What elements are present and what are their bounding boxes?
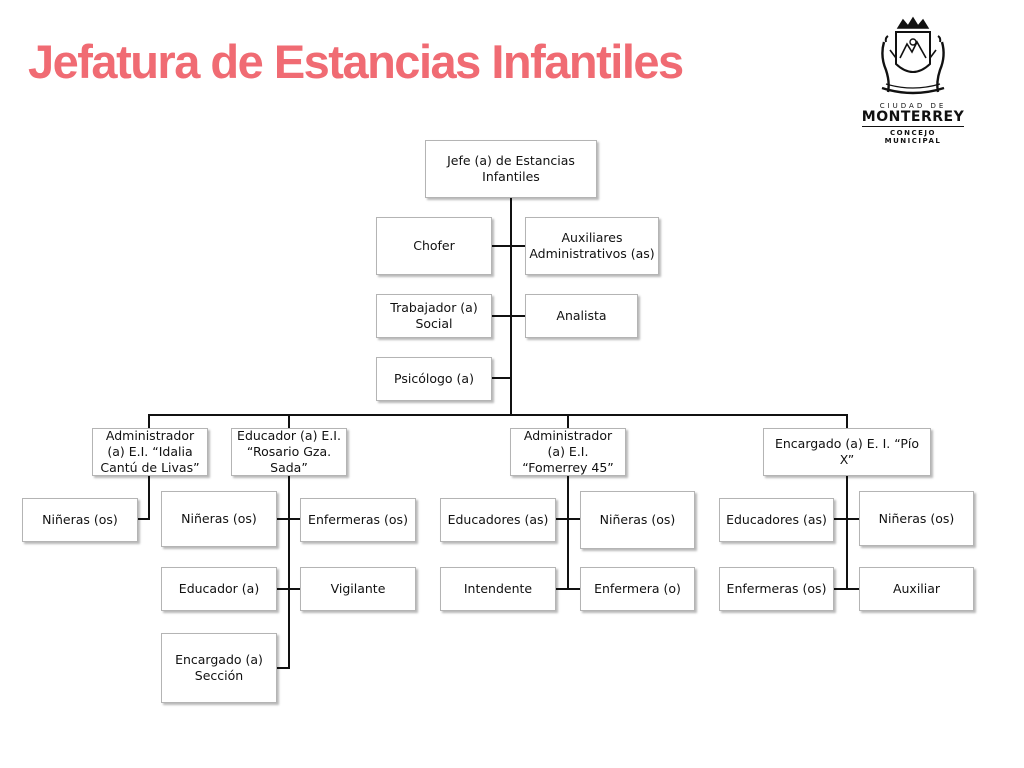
node-analista: Analista: [525, 294, 638, 338]
node-auxiliares-administrativos: Auxiliares Administrativos (as): [525, 217, 659, 275]
node-trabajador-social: Trabajador (a) Social: [376, 294, 492, 338]
node-fomerrey-educadores: Educadores (as): [440, 498, 556, 542]
coat-of-arms-icon: [881, 16, 945, 95]
node-educador-rosario-gza: Educador (a) E.I. “Rosario Gza. Sada”: [231, 428, 347, 476]
node-rosario-encargado-seccion: Encargado (a) Sección: [161, 633, 277, 703]
node-fomerrey-enfermera: Enfermera (o): [580, 567, 695, 611]
node-piox-nineras: Niñeras (os): [859, 491, 974, 546]
logo-city-name: MONTERREY: [861, 109, 965, 125]
node-rosario-enfermeras: Enfermeras (os): [300, 498, 416, 542]
node-chofer: Chofer: [376, 217, 492, 275]
node-fomerrey-intendente: Intendente: [440, 567, 556, 611]
node-rosario-educador: Educador (a): [161, 567, 277, 611]
node-psicologo: Psicólogo (a): [376, 357, 492, 401]
node-admin-idalia-cantu: Administrador (a) E.I. “Idalia Cantú de …: [92, 428, 208, 476]
node-piox-enfermeras: Enfermeras (os): [719, 567, 834, 611]
node-fomerrey-nineras: Niñeras (os): [580, 491, 695, 549]
logo: CIUDAD DE MONTERREY CONCEJO MUNICIPAL: [858, 14, 968, 145]
logo-council-label: CONCEJO MUNICIPAL: [862, 126, 964, 145]
page-title: Jefatura de Estancias Infantiles: [28, 35, 684, 88]
connector-idalia-children: [137, 475, 150, 520]
node-rosario-nineras: Niñeras (os): [161, 491, 277, 547]
node-admin-fomerrey-45: Administrador (a) E.I. “Fomerrey 45”: [510, 428, 626, 476]
node-encargado-pio-x: Encargado (a) E. I. “Pío X”: [763, 428, 931, 476]
node-rosario-vigilante: Vigilante: [300, 567, 416, 611]
node-jefe-estancias: Jefe (a) de Estancias Infantiles: [425, 140, 597, 198]
node-piox-educadores: Educadores (as): [719, 498, 834, 542]
logo-city-label: CIUDAD DE: [879, 102, 947, 110]
node-idalia-nineras: Niñeras (os): [22, 498, 138, 542]
node-piox-auxiliar: Auxiliar: [859, 567, 974, 611]
